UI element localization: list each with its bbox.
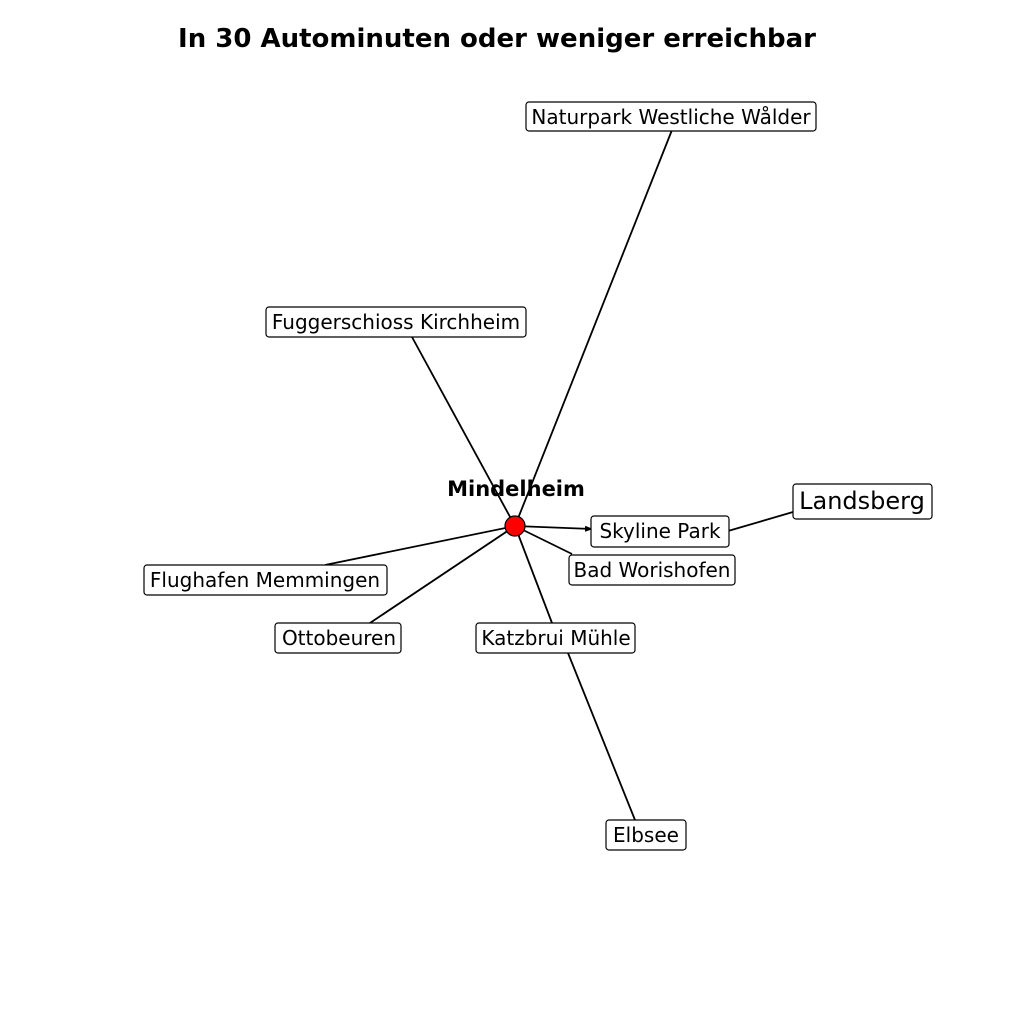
- node-landsberg: Landsberg: [792, 483, 933, 520]
- diagram-title: In 30 Autominuten oder weniger erreichba…: [178, 24, 816, 54]
- edge-mindelheim-fuggerschloss: [411, 336, 516, 527]
- edge-mindelheim-skyline: [514, 525, 593, 532]
- edge-mindelheim-naturpark: [514, 129, 673, 527]
- node-label: Bad Worishofen: [573, 558, 730, 582]
- node-box: [525, 101, 817, 132]
- node-naturpark: Naturpark Westliche Wålder: [525, 101, 817, 132]
- center-node-label: Mindelheim: [447, 477, 585, 501]
- edge-skyline-landsberg: [727, 511, 794, 532]
- node-ottobeuren: Ottobeuren: [274, 622, 402, 654]
- node-label: Katzbrui Mühle: [481, 626, 630, 650]
- node-skyline-park: Skyline Park: [590, 515, 730, 548]
- node-label: Landsberg: [799, 487, 925, 515]
- node-box: [274, 622, 402, 654]
- edges: [324, 129, 794, 821]
- node-box: [792, 483, 933, 520]
- node-bad-worishofen: Bad Worishofen: [568, 554, 736, 586]
- node-box: [143, 564, 388, 596]
- node-box: [590, 515, 730, 548]
- center-node-marker: [504, 515, 526, 537]
- node-box: [265, 306, 527, 338]
- node-flughafen-memmingen: Flughafen Memmingen: [143, 564, 388, 596]
- node-elbsee: Elbsee: [605, 819, 687, 851]
- node-label: Naturpark Westliche Wålder: [531, 105, 811, 129]
- center-node: Mindelheim: [447, 477, 585, 537]
- edge-katzbrui-elbsee: [567, 652, 636, 821]
- node-katzbrui-muehle: Katzbrui Mühle: [475, 622, 636, 654]
- edge-mindelheim-ottobeuren: [369, 525, 516, 624]
- node-fuggerschloss: Fuggerschioss Kirchheim: [265, 306, 527, 338]
- node-box: [475, 622, 636, 654]
- node-label: Flughafen Memmingen: [150, 568, 380, 592]
- node-box: [605, 819, 687, 851]
- node-box: [568, 554, 736, 586]
- node-label: Fuggerschioss Kirchheim: [272, 310, 520, 334]
- edge-mindelheim-katzbrui: [514, 525, 553, 624]
- node-label: Ottobeuren: [282, 626, 396, 650]
- node-label: Elbsee: [613, 823, 679, 847]
- edge-mindelheim-memmingen: [324, 525, 516, 566]
- node-label: Skyline Park: [599, 519, 720, 543]
